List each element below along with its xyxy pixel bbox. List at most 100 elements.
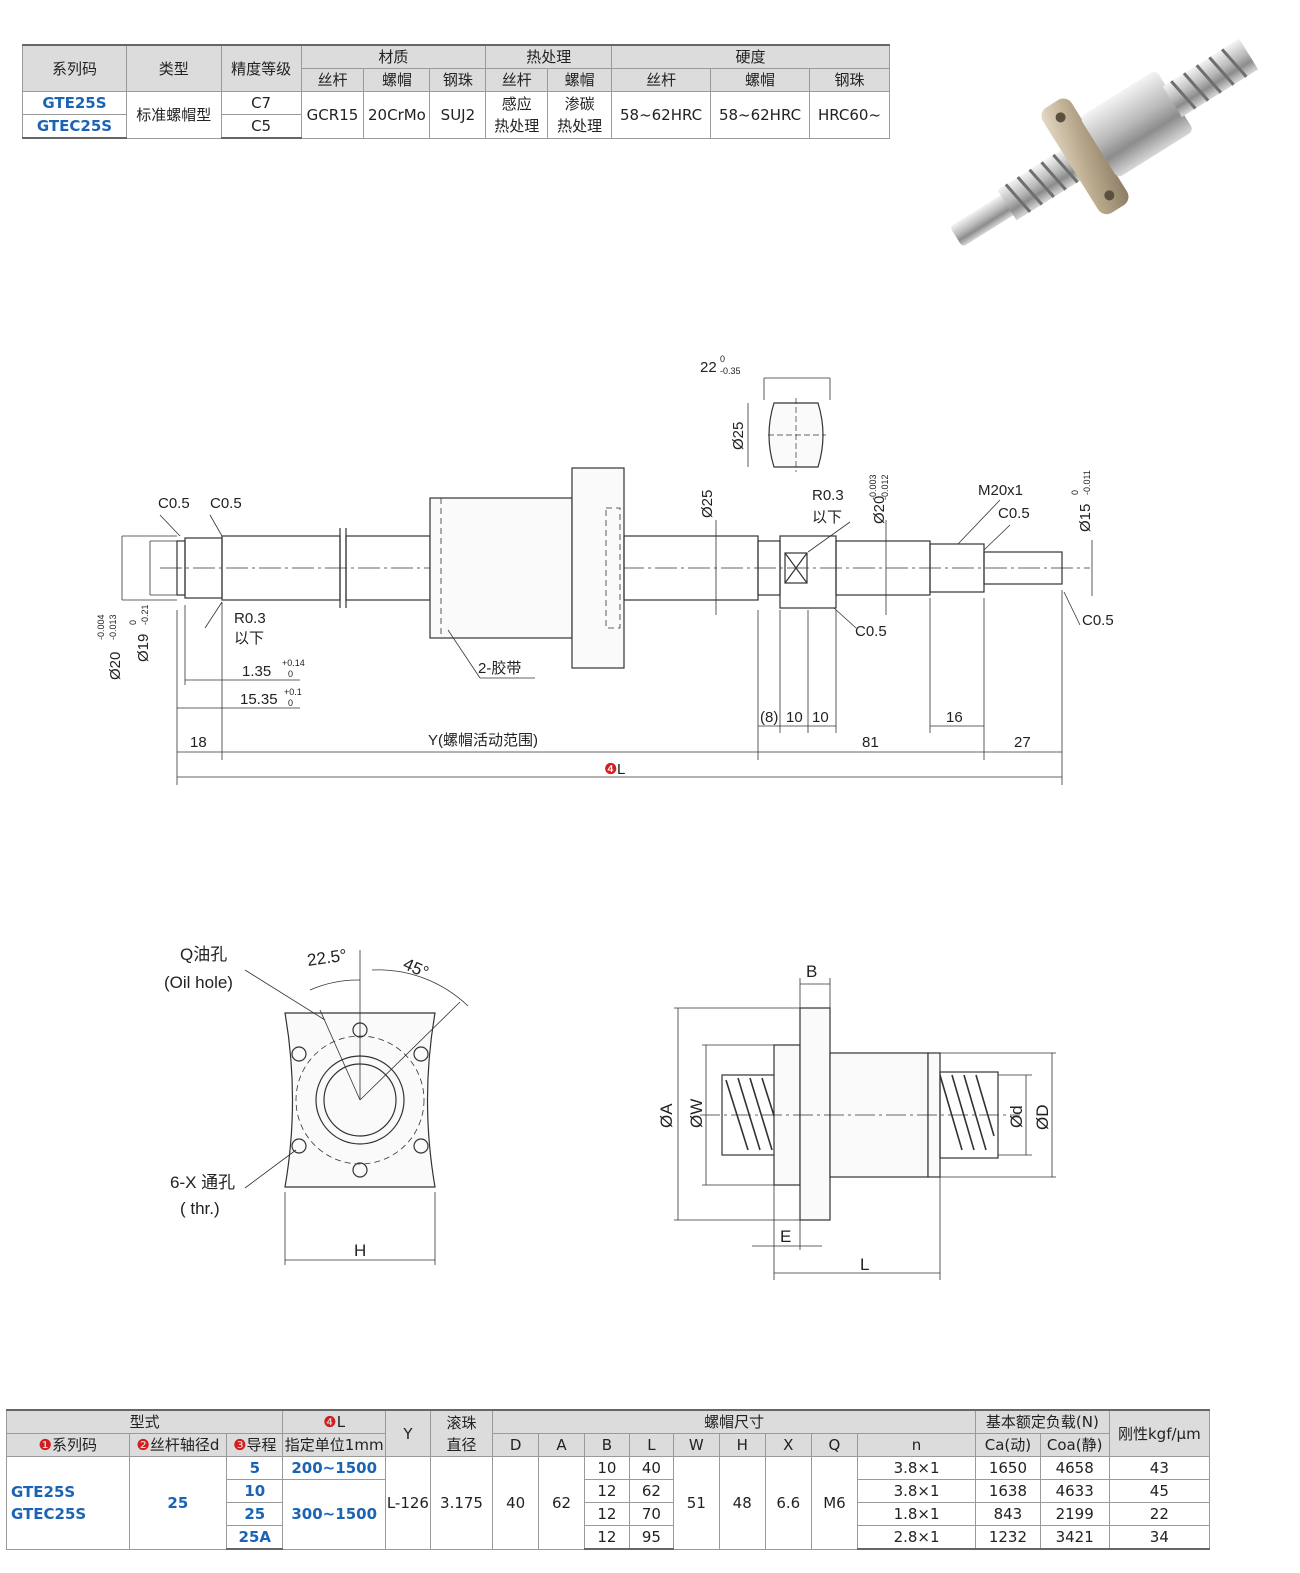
hd-col: X [764, 1433, 812, 1457]
dimension-table: 型式 ❹L Y 滚珠直径 螺帽尺寸 基本额定负载(N) 刚性kgf/μm ❶系列… [5, 1409, 1211, 1550]
rigidity-cell: 22 [1108, 1502, 1211, 1526]
hd-col: L [628, 1433, 674, 1457]
rigidity-cell: 45 [1108, 1479, 1211, 1503]
dim-16: 16 [946, 709, 963, 726]
hd-ball: 滚珠直径 [429, 1409, 494, 1457]
n-cell: 3.8×1 [856, 1456, 977, 1480]
X-cell: 6.6 [764, 1456, 812, 1550]
hard-ball: HRC60~ [809, 91, 890, 139]
coa-cell: 2199 [1039, 1502, 1110, 1526]
hd-L: ❹L [282, 1409, 387, 1434]
grade-cell: C7 [220, 91, 302, 115]
radius-label: R0.3 [812, 487, 844, 504]
hd-model: 型式 [5, 1409, 284, 1434]
hd-heat-screw: 丝杆 [485, 68, 549, 92]
L-cell: 95 [628, 1525, 674, 1550]
oil-hole-label: Q油孔 [180, 945, 227, 964]
y-cell: L-126 [385, 1456, 431, 1550]
dim-phi25-section: Ø25 [730, 422, 747, 450]
dim-8: (8) [760, 709, 778, 726]
ball-cell: 3.175 [429, 1456, 494, 1550]
nut-body [1081, 71, 1192, 177]
hd-series: ❶系列码 [6, 1433, 130, 1457]
hd-col: Q [810, 1433, 859, 1457]
hd-material: 材质 [300, 44, 487, 69]
oil-hole-label-en: (Oil hole) [164, 973, 233, 992]
heat-screw: 感应热处理 [485, 91, 549, 139]
hd-col: B [583, 1433, 630, 1457]
lead-cell: 5 [226, 1456, 284, 1480]
hd-col: n [856, 1433, 977, 1457]
W-cell: 51 [672, 1456, 720, 1550]
hd-col: A [538, 1433, 585, 1457]
radius-label: R0.3 [234, 610, 266, 627]
lead-cell: 25 [226, 1502, 284, 1526]
shaft-end [951, 191, 1021, 246]
chamfer-label: C0.5 [1082, 612, 1114, 629]
n-cell: 1.8×1 [856, 1502, 977, 1526]
tol: -0.003 [868, 474, 878, 500]
lead-cell: 25A [226, 1525, 284, 1550]
ca-cell: 843 [975, 1502, 1041, 1526]
table-row: 25A 12 95 2.8×1 1232 3421 34 [7, 1525, 1211, 1550]
bolt-hole [291, 1138, 307, 1154]
dim-phi20-right: Ø20 [871, 496, 888, 524]
dim-phi19: Ø19 [135, 634, 152, 662]
product-photo [951, 38, 1259, 246]
seal-label: 2-胶带 [478, 660, 521, 677]
nut-flange [571, 467, 625, 669]
dim-y: Y(螺帽活动范围) [428, 732, 538, 749]
hd-col: Ca(动) [975, 1433, 1041, 1457]
hd-hard-screw: 丝杆 [611, 68, 712, 92]
table-row: 25 12 70 1.8×1 843 2199 22 [7, 1502, 1211, 1526]
heat-nut: 渗碳热处理 [547, 91, 613, 139]
spec-table: 系列码 类型 精度等级 材质 热处理 硬度 丝杆 螺帽 钢珠 丝杆 螺帽 丝杆 … [22, 44, 890, 139]
bolt-hole [291, 1046, 307, 1062]
dim-27: 27 [1014, 734, 1031, 751]
length-cell: 200~1500 [282, 1456, 387, 1480]
dim-81: 81 [862, 734, 879, 751]
dim-10: 10 [812, 709, 829, 726]
dim-phi15: Ø15 [1077, 504, 1094, 532]
D-cell: 40 [492, 1456, 540, 1550]
angle-45: 45° [400, 954, 431, 982]
ca-cell: 1638 [975, 1479, 1041, 1503]
dim-a: ØA [657, 1103, 676, 1128]
hd-mat-ball: 钢珠 [429, 68, 487, 92]
dim-e: E [780, 1227, 791, 1246]
chamfer-label: C0.5 [210, 495, 242, 512]
hd-lead: ❸导程 [226, 1433, 284, 1457]
dim-L: L [617, 761, 625, 778]
A-cell: 62 [538, 1456, 585, 1550]
bolt-hole [352, 1162, 368, 1178]
hd-y: Y [385, 1409, 431, 1457]
tol: 0 [720, 354, 725, 364]
tol: 0 [1070, 490, 1080, 495]
tol: +0.1 [284, 687, 302, 697]
hard-nut: 58~62HRC [710, 91, 810, 139]
tol: -0.35 [720, 366, 741, 376]
coa-cell: 4658 [1039, 1456, 1110, 1480]
hd-heat: 热处理 [485, 44, 613, 69]
hd-unit: 指定单位1mm [282, 1433, 387, 1457]
chamfer-label: C0.5 [855, 623, 887, 640]
rigidity-cell: 43 [1108, 1456, 1211, 1480]
nut-flange [799, 1007, 831, 1221]
dim-phi25: Ø25 [699, 490, 716, 518]
tol: +0.14 [282, 658, 305, 668]
shaft-end-phi15 [983, 551, 1063, 585]
hd-heat-nut: 螺帽 [547, 68, 613, 92]
dim-135: 1.35 [242, 663, 271, 680]
bolt-hole [413, 1138, 429, 1154]
L-cell: 40 [628, 1456, 674, 1480]
hd-col: Coa(静) [1039, 1433, 1110, 1457]
B-cell: 12 [583, 1479, 630, 1503]
hd-hardness: 硬度 [611, 44, 890, 69]
hd-hard-nut: 螺帽 [710, 68, 810, 92]
B-cell: 12 [583, 1502, 630, 1526]
length-cell: 300~1500 [282, 1479, 387, 1550]
dim-22: 22 [700, 359, 717, 376]
B-cell: 12 [583, 1525, 630, 1550]
mat-nut: 20CrMo [363, 91, 431, 139]
ca-cell: 1232 [975, 1525, 1041, 1550]
